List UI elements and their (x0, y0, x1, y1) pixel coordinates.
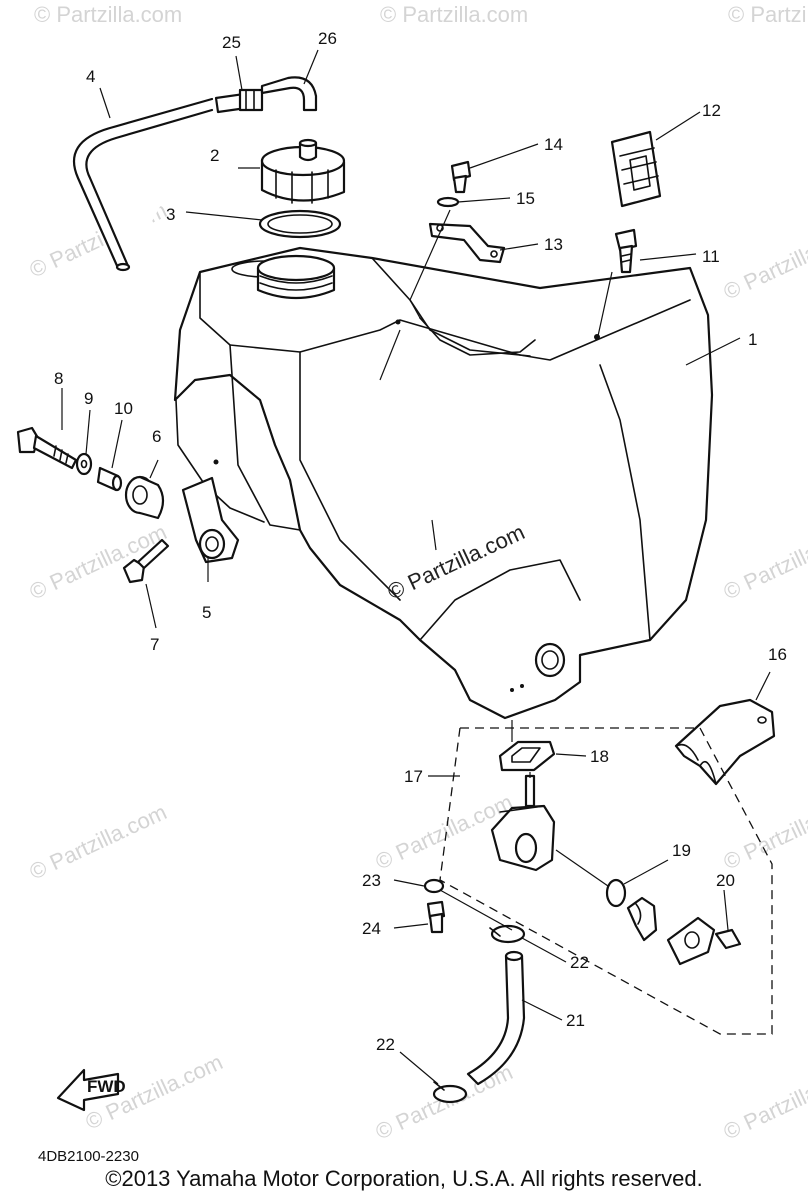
callout-18: 18 (590, 747, 609, 766)
damper (124, 475, 165, 520)
o-ring (605, 878, 627, 908)
watermark: © Partzilla.com (720, 219, 808, 304)
callout-22-lower: 22 (376, 1035, 395, 1054)
hose-clip-lower (432, 1081, 468, 1104)
gasket-18 (498, 740, 556, 772)
filler-neck (256, 254, 336, 300)
breather-hose-short (260, 76, 318, 112)
plate (428, 222, 506, 264)
collar (96, 466, 123, 492)
fuel-cock-lever (626, 896, 658, 942)
callout-5: 5 (202, 603, 211, 622)
screw-20 (714, 928, 742, 950)
fwd-arrow-icon: FWD (56, 1068, 126, 1112)
callout-21: 21 (566, 1011, 585, 1030)
callout-12: 12 (702, 101, 721, 120)
clip-12 (610, 130, 662, 208)
callout-19: 19 (672, 841, 691, 860)
watermark: © Partzilla.com (720, 1059, 808, 1144)
breather-hose (72, 97, 214, 272)
watermark: © Partzilla.com (720, 789, 808, 874)
bolt-8 (16, 426, 78, 470)
callout-15: 15 (516, 189, 535, 208)
bracket-16 (674, 698, 776, 786)
callout-20: 20 (716, 871, 735, 890)
screw-11 (614, 228, 638, 274)
tank-bracket (181, 476, 240, 564)
callout-1: 1 (748, 330, 757, 349)
fuel-cock (490, 774, 556, 872)
bolt-7 (122, 538, 170, 584)
diagram-code: 4DB2100-2230 (38, 1148, 139, 1165)
callout-3: 3 (166, 205, 175, 224)
callout-8: 8 (54, 369, 63, 388)
watermark: © Partzilla.com (26, 799, 171, 884)
fuel-hose (466, 950, 526, 1086)
fuel-cock-cover (666, 916, 716, 966)
watermark: © Partzilla.com (34, 2, 182, 27)
breather-fitting (214, 88, 264, 114)
callout-6: 6 (152, 427, 161, 446)
callout-17: 17 (404, 767, 423, 786)
callout-11: 11 (702, 247, 720, 266)
callout-24: 24 (362, 919, 381, 938)
callout-7: 7 (150, 635, 159, 654)
callout-26: 26 (318, 29, 337, 48)
callout-23: 23 (362, 871, 381, 890)
leader-lines (61, 49, 771, 1085)
gasket (258, 209, 342, 239)
tank-cap (260, 138, 346, 204)
washer-15 (436, 196, 460, 208)
screw-24 (426, 900, 446, 934)
callout-14: 14 (544, 135, 563, 154)
washer-23 (423, 878, 445, 894)
fuel-cock-assembly-outline (439, 727, 773, 1035)
callout-4: 4 (86, 67, 95, 86)
hose-clip-upper (489, 924, 526, 944)
callout-13: 13 (544, 235, 563, 254)
watermark: © Partzilla.com (380, 2, 528, 27)
copyright-notice: ©2013 Yamaha Motor Corporation, U.S.A. A… (105, 1166, 703, 1191)
callout-22-upper: 22 (570, 953, 589, 972)
callout-10: 10 (114, 399, 133, 418)
fuel-tank (173, 246, 714, 720)
fwd-label: FWD (87, 1077, 126, 1096)
callout-25: 25 (222, 33, 241, 52)
washer-9 (75, 452, 93, 476)
callout-labels: 1 2 3 4 5 6 7 8 9 10 11 12 13 14 15 16 1… (54, 29, 787, 1054)
watermark: © Partzilla.com (720, 519, 808, 604)
callout-9: 9 (84, 389, 93, 408)
watermark: © Partzilla.com (728, 2, 808, 27)
callout-2: 2 (210, 146, 219, 165)
screw-14 (450, 160, 472, 194)
callout-16: 16 (768, 645, 787, 664)
